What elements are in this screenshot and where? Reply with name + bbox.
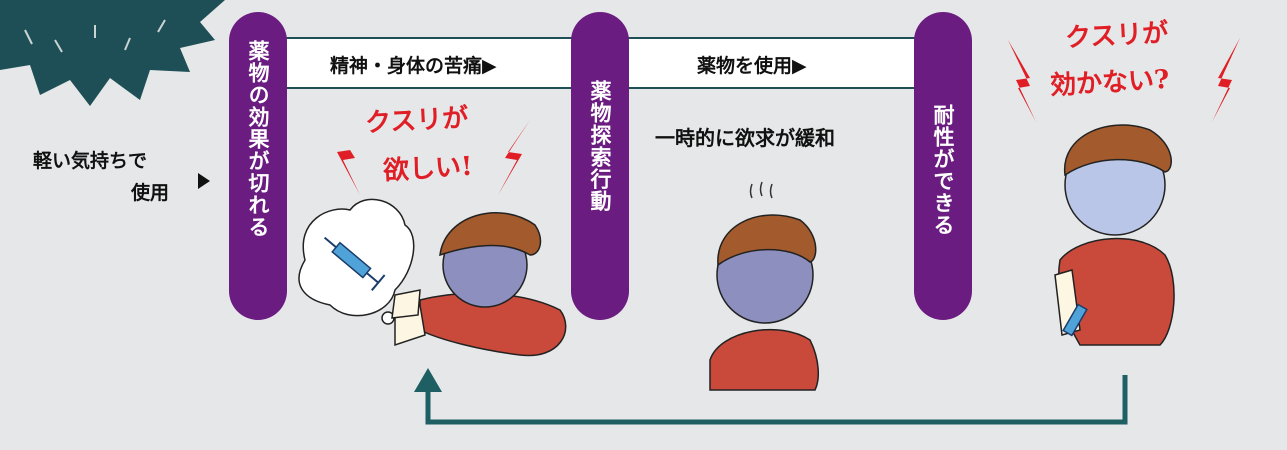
- stage-pill-effect-wears-off: [229, 12, 287, 320]
- stage-label-effect-wears-off: 薬物の効果が切れる: [246, 40, 270, 238]
- stage-label-drug-seeking: 薬物探索行動: [588, 80, 612, 212]
- start-arrow: [198, 173, 210, 189]
- cycle-return-arrow: [425, 375, 1128, 425]
- flow-bar-2-label: 薬物を使用▶: [697, 55, 807, 77]
- stage-label-tolerance: 耐性ができる: [931, 104, 955, 236]
- boy-reaching-figure: [391, 212, 567, 357]
- boy-relieved-figure: [709, 181, 820, 391]
- flow-bar-1-label: 精神・身体の苦痛▶: [330, 55, 497, 77]
- flow-bar-2: [627, 37, 917, 89]
- flow-bar-1: [285, 37, 575, 89]
- relief-text: 一時的に欲求が緩和: [655, 126, 835, 150]
- boy-frustrated-figure: [1054, 124, 1175, 346]
- stage-pill-tolerance: [914, 12, 972, 320]
- start-text-line2: 使用: [131, 182, 170, 204]
- start-text-line1: 軽い気持ちで: [33, 150, 148, 172]
- stage-pill-drug-seeking: [571, 12, 629, 320]
- thought-bubble-syringe: [298, 198, 415, 325]
- cycle-return-arrowhead: [414, 368, 442, 392]
- lightning-icon: [330, 38, 1240, 195]
- burst-decoration: [0, 0, 225, 106]
